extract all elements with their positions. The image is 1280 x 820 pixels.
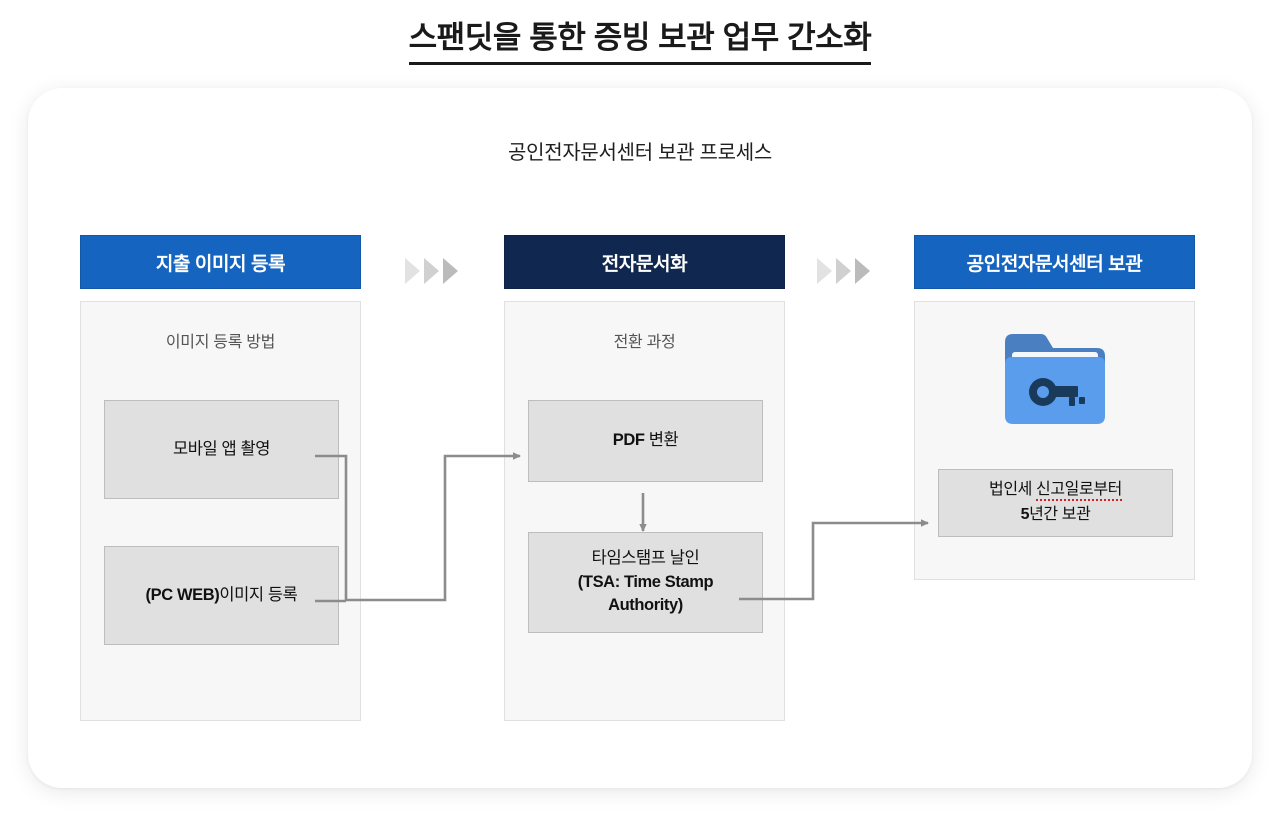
column-body-certified-archive-storage: 법인세 신고일로부터 5년간 보관 (914, 301, 1195, 580)
storage-note-spellcheck-text: 신고일로부터 (1036, 481, 1122, 502)
step-label-pdf-rest: 변환 (644, 431, 679, 450)
chevron-group-1 (405, 258, 458, 284)
step-label-pdf-conversion: PDF 변환 (613, 429, 679, 453)
step-label-mobile-app-capture: 모바일 앱 촬영 (172, 439, 271, 458)
process-subtitle: 공인전자문서센터 보관 프로세스 (508, 142, 772, 164)
step-box-pc-web-image-upload[interactable]: (PC WEB)이미지 등록 (104, 546, 339, 645)
column-header-electronic-documentation[interactable]: 전자문서화 (504, 235, 785, 289)
column-expense-image-registration: 지출 이미지 등록 이미지 등록 방법 모바일 앱 촬영 (PC WEB)이미지… (80, 235, 361, 721)
storage-note-years-rest: 년간 보관 (1029, 506, 1091, 523)
column-body-expense-image-registration: 이미지 등록 방법 모바일 앱 촬영 (PC WEB)이미지 등록 (80, 301, 361, 721)
storage-note-prefix: 법인세 (989, 481, 1037, 499)
column-electronic-documentation: 전자문서화 전환 과정 PDF 변환 타임스탬프 날인 (TSA: Time S… (504, 235, 785, 721)
storage-duration-note: 법인세 신고일로부터 5년간 보관 (938, 469, 1173, 537)
storage-note-line2: 5년간 보관 (1021, 503, 1091, 528)
step-box-timestamp-tsa[interactable]: 타임스탬프 날인 (TSA: Time Stamp Authority) (528, 532, 763, 633)
step-label-pc-web-image-upload: (PC WEB)이미지 등록 (146, 584, 298, 608)
column-header-certified-archive-storage[interactable]: 공인전자문서센터 보관 (914, 235, 1195, 289)
section-label-image-registration-method: 이미지 등록 방법 (165, 334, 276, 351)
step-box-mobile-app-capture[interactable]: 모바일 앱 촬영 (104, 400, 339, 499)
chevron-right-icon (817, 258, 832, 284)
chevron-right-icon (855, 258, 870, 284)
chevron-group-2 (817, 258, 870, 284)
page-title: 스팬딧을 통한 증빙 보관 업무 간소화 (408, 18, 872, 66)
chevron-right-icon (405, 258, 420, 284)
storage-note-years-number: 5 (1020, 506, 1030, 523)
page-title-wrapper: 스팬딧을 통한 증빙 보관 업무 간소화 (0, 18, 1280, 66)
column-body-electronic-documentation: 전환 과정 PDF 변환 타임스탬프 날인 (TSA: Time Stamp A… (504, 301, 785, 721)
column-certified-archive-storage: 공인전자문서센터 보관 (914, 235, 1195, 580)
section-label-conversion-process: 전환 과정 (613, 334, 676, 351)
step-label-timestamp-line3: Authority) (608, 596, 683, 615)
step-label-pc-web-prefix: (PC WEB) (145, 585, 220, 604)
diagram-card: 공인전자문서센터 보관 프로세스 지출 이미지 등록 이미지 등록 방법 모바일… (28, 88, 1252, 788)
step-label-timestamp-line1: 타임스탬프 날인 (591, 548, 700, 567)
step-box-pdf-conversion[interactable]: PDF 변환 (528, 400, 763, 482)
secure-folder-icon (995, 324, 1115, 441)
column-header-expense-image-registration[interactable]: 지출 이미지 등록 (80, 235, 361, 289)
chevron-right-icon (443, 258, 458, 284)
step-label-pdf-prefix: PDF (612, 431, 645, 450)
step-label-timestamp-line2: (TSA: Time Stamp (577, 572, 714, 591)
storage-note-line1: 법인세 신고일로부터 (989, 478, 1122, 503)
chevron-right-icon (836, 258, 851, 284)
chevron-right-icon (424, 258, 439, 284)
step-label-pc-web-rest: 이미지 등록 (219, 585, 298, 604)
